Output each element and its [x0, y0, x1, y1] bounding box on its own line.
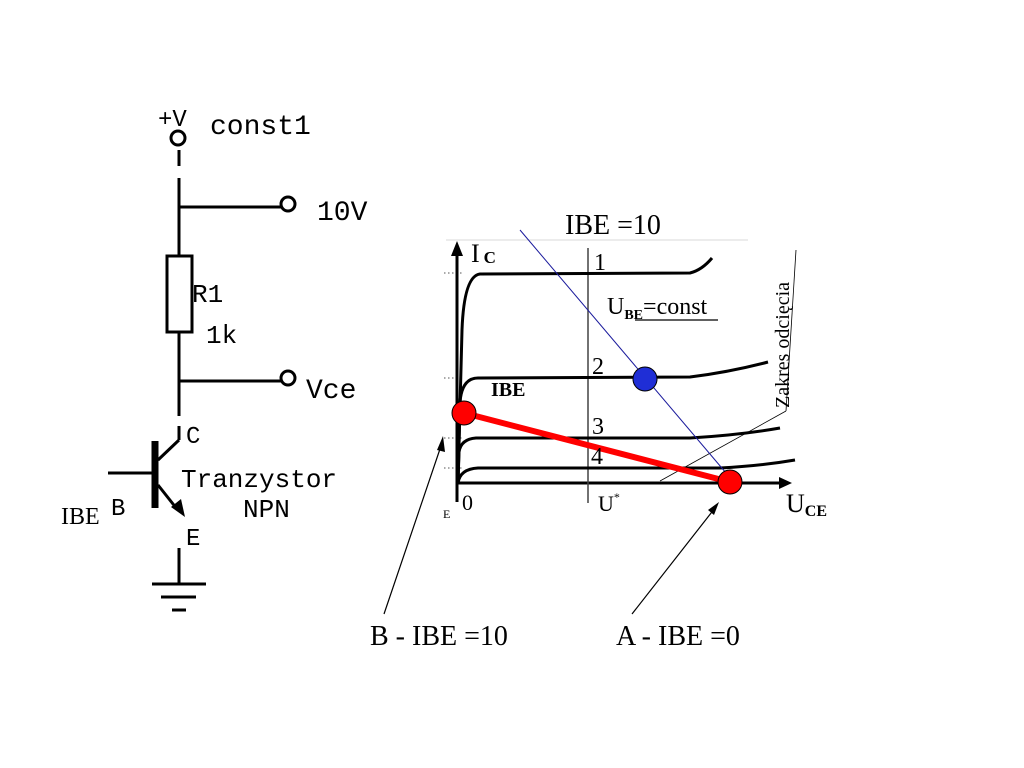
x-axis-subscript: CE [805, 503, 827, 520]
x-axis-arrow-icon [779, 477, 792, 489]
output-characteristics [444, 229, 797, 503]
point-a-annotation: A - IBE =0 [616, 621, 740, 652]
emitter-axis-mark: E [443, 507, 450, 521]
pointer-b-arrow-icon [437, 436, 445, 452]
transistor-collector-leg [156, 438, 181, 462]
point-a-marker [717, 469, 743, 495]
curve-number-1: 1 [594, 250, 606, 276]
curve-number-4: 4 [591, 444, 603, 470]
curve-number-3: 3 [592, 414, 604, 440]
pointer-b-line [383, 445, 442, 615]
curve-number-2: 2 [592, 354, 604, 380]
point-b-annotation: B - IBE =10 [370, 621, 508, 652]
input-current-label: IBE [61, 504, 100, 530]
ibe-inner-label: IBE [491, 379, 525, 401]
10v-terminal [279, 195, 297, 213]
ube-subscript: BE [624, 308, 643, 323]
curve-1 [456, 257, 714, 484]
supply-terminal [169, 129, 187, 147]
collector-label: C [186, 424, 200, 451]
curve-2 [456, 360, 769, 484]
cutoff-label: Zakres odcięcia [772, 282, 794, 408]
point-b-marker [451, 400, 477, 426]
resistor-r1 [165, 254, 194, 334]
transistor-type-line2: NPN [243, 495, 290, 525]
curve-4 [456, 458, 796, 484]
supply-value: 10V [317, 198, 368, 229]
supply-symbol: +V [158, 107, 187, 134]
cutoff-label-leader [785, 249, 797, 412]
emitter-label: E [186, 526, 200, 553]
ibe-title: IBE =10 [565, 210, 661, 241]
y-axis-arrow-icon [451, 241, 463, 256]
load-line [463, 410, 731, 485]
supply-name: const1 [210, 112, 311, 143]
circuit-schematic [108, 129, 297, 612]
u-star-superscript: * [614, 490, 620, 504]
base-label: B [111, 496, 125, 523]
resistor-value: 1k [206, 321, 237, 351]
emitter-arrow-icon [171, 499, 185, 517]
transistor-type-line1: Tranzystor [181, 465, 337, 495]
operating-guide-line [519, 229, 733, 481]
x-axis-label: UCE [786, 489, 827, 520]
vce-terminal [279, 369, 297, 387]
y-axis-subscript: C [484, 248, 496, 267]
ube-label: UBE=const [607, 294, 708, 323]
operating-point-marker [632, 366, 658, 392]
output-label: Vce [306, 376, 356, 407]
origin-label: 0 [462, 490, 473, 515]
pointer-a-line [631, 507, 716, 615]
u-star-label: U* [598, 490, 620, 516]
pointer-a-arrow-icon [708, 502, 719, 515]
resistor-name: R1 [192, 280, 223, 310]
curve-3 [456, 426, 781, 484]
